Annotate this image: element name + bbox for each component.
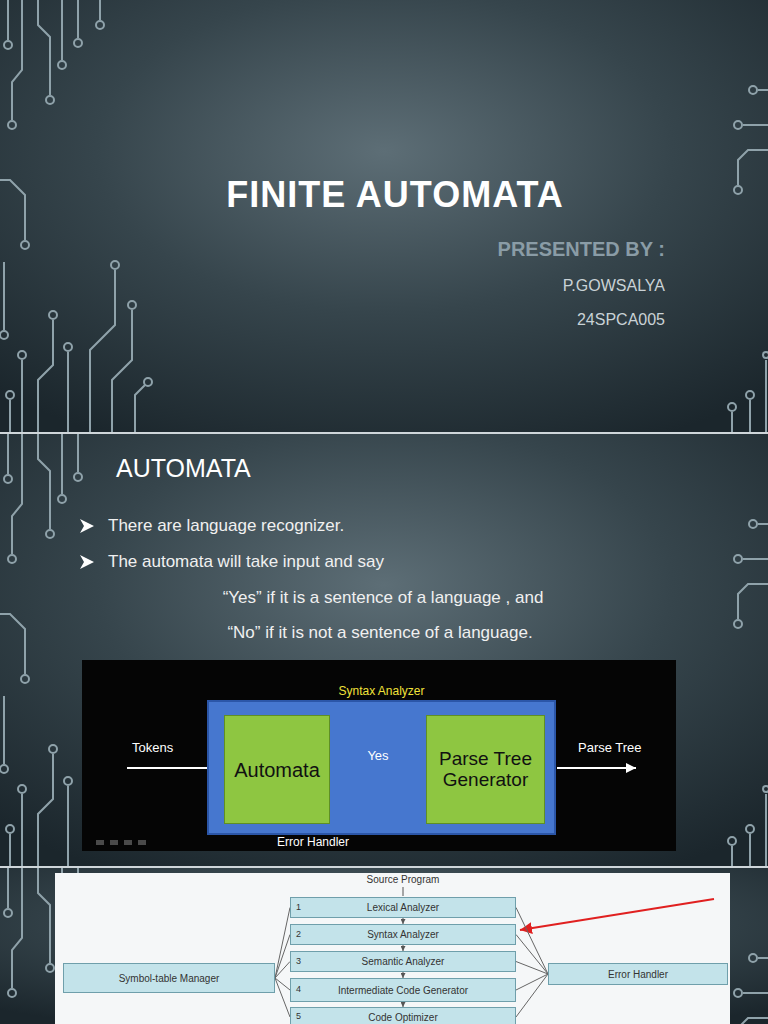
slide-ground — [0, 868, 768, 1024]
slide-title: FINITE AUTOMATA — [226, 174, 564, 215]
circuit-decoration — [728, 954, 768, 1024]
manager-link — [516, 962, 548, 975]
phase-name: Lexical Analyzer — [367, 902, 439, 913]
pointer-arrow — [520, 899, 714, 930]
manager-link — [516, 908, 548, 975]
manager-link — [275, 978, 290, 1017]
presenter-name: P.GOWSALYA — [563, 277, 665, 295]
screenshot-panel — [55, 873, 730, 1024]
player-controls — [96, 840, 146, 845]
box-label: Parse Tree Generator — [433, 749, 538, 791]
phase-box: 3 Semantic Analyzer — [290, 951, 516, 972]
slide-ground — [0, 434, 768, 866]
output-arrow — [557, 767, 636, 769]
phase-name: Semantic Analyzer — [362, 956, 445, 967]
manager-box: Symbol-table Manager — [63, 963, 275, 993]
manager-link — [516, 974, 548, 990]
slide-heading: AUTOMATA — [116, 454, 251, 483]
source-line — [403, 887, 404, 896]
bullet-arrow — [80, 555, 94, 569]
roll-number: 24SPCA005 — [577, 311, 665, 329]
circuit-decoration — [728, 520, 768, 866]
manager-link — [516, 974, 548, 1017]
output-label: Parse Tree — [578, 741, 642, 756]
error-label: Error Handler — [277, 836, 349, 850]
bullet-text: There are language recognizer. — [108, 516, 344, 536]
phase-name: Syntax Analyzer — [367, 929, 439, 940]
bullet-continuation: “Yes” if it is a sentence of a language … — [223, 588, 544, 608]
slide-separator — [0, 432, 768, 434]
handler-label: Error Handler — [608, 969, 668, 980]
source-label: Source Program — [367, 874, 440, 886]
input-label: Tokens — [132, 741, 173, 756]
presenter-heading: PRESENTED BY : — [498, 238, 665, 261]
box-label: Automata — [234, 759, 320, 781]
band-heading: Syntax Analyzer — [209, 685, 554, 698]
handler-box: Error Handler — [548, 963, 728, 985]
bullet-arrow — [80, 519, 94, 533]
phase-box: 1 Lexical Analyzer — [290, 897, 516, 918]
parse-tree-box: Parse Tree Generator — [426, 715, 545, 824]
phase-box: 2 Syntax Analyzer — [290, 924, 516, 945]
phase-number: 3 — [296, 957, 301, 967]
phase-box: 4 Intermediate Code Generator — [290, 978, 516, 1002]
phase-number: 5 — [296, 1012, 301, 1022]
screenshot-frame — [82, 660, 676, 851]
slide-ground — [0, 0, 768, 432]
edge-label: Yes — [367, 749, 388, 764]
circuit-decoration — [728, 86, 768, 432]
phase-number: 2 — [296, 930, 301, 940]
manager-link — [275, 962, 290, 979]
phase-name: Intermediate Code Generator — [338, 985, 468, 996]
manager-link — [275, 908, 290, 979]
slide-separator — [0, 866, 768, 868]
syntax-analyzer-band: Syntax AnalyzerAutomataParse Tree Genera… — [207, 700, 556, 835]
phase-number: 1 — [296, 903, 301, 913]
automata-box: Automata — [224, 715, 330, 824]
manager-link — [516, 935, 548, 975]
bullet-text: The automata will take input and say — [108, 552, 384, 572]
manager-label: Symbol-table Manager — [119, 973, 220, 984]
circuit-decoration — [0, 0, 82, 432]
phase-box: 5 Code Optimizer — [290, 1007, 516, 1024]
bullet-continuation: “No” if it is not a sentence of a langua… — [227, 623, 532, 643]
circuit-decoration — [90, 0, 152, 432]
phase-number: 4 — [296, 985, 301, 995]
circuit-decoration — [0, 434, 82, 866]
phase-name: Code Optimizer — [368, 1012, 437, 1023]
manager-link — [275, 935, 290, 979]
